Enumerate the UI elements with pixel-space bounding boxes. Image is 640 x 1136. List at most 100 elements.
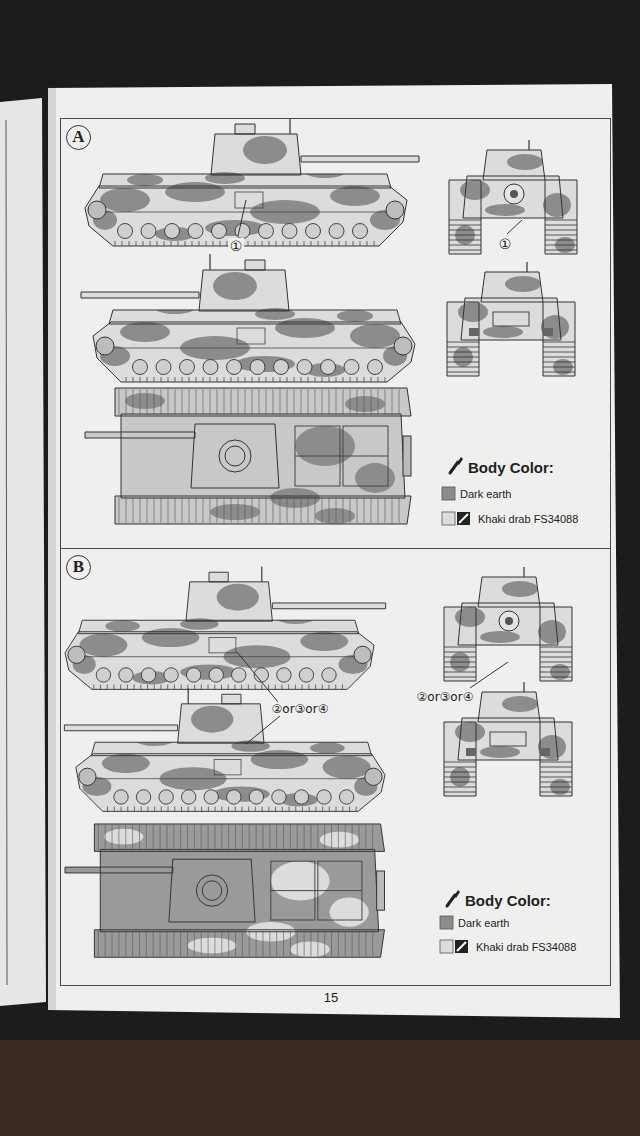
road-wheel [156, 360, 171, 375]
track-link [112, 931, 113, 956]
camo-blob [337, 310, 373, 322]
camouflage [100, 272, 407, 377]
track-link [331, 825, 332, 850]
figure-outline [458, 718, 558, 760]
rear-plate [493, 312, 529, 326]
track-link [192, 241, 193, 246]
track-link [371, 497, 372, 523]
track-link [301, 377, 302, 382]
brush-tip [454, 890, 460, 898]
track-link [245, 377, 246, 382]
road-wheel [321, 360, 336, 375]
track-link [199, 241, 200, 246]
figure-fill [65, 632, 374, 690]
track-link [146, 825, 147, 850]
figure-outline [169, 859, 255, 922]
figure-outline [483, 150, 545, 180]
track-link [161, 377, 162, 382]
track-link [171, 241, 172, 246]
track-link [352, 825, 353, 850]
track-link [228, 825, 229, 850]
track-link [317, 931, 318, 956]
track-link [342, 807, 343, 812]
legend-text: Khaki drab FS34088 [478, 513, 578, 525]
road-wheel [339, 790, 353, 804]
track-rib [444, 772, 476, 773]
track-link [297, 825, 298, 850]
track-link [147, 685, 148, 690]
camo-blob [507, 154, 543, 170]
exhaust [543, 328, 553, 336]
pannier-line [97, 348, 407, 349]
track-link [338, 931, 339, 956]
escape-hatch [209, 638, 236, 653]
figure-fill [93, 322, 415, 382]
road-wheel [141, 668, 155, 682]
figure-outline [85, 186, 407, 246]
track-link [139, 931, 140, 956]
turret-hatch [219, 440, 251, 472]
figure-fill [199, 270, 289, 311]
track-link [189, 389, 190, 415]
track-link [290, 241, 291, 246]
road-wheel [322, 668, 336, 682]
camo-blob [538, 735, 566, 759]
brush-mark-box [455, 940, 468, 953]
track-link [203, 497, 204, 523]
track-link [178, 241, 179, 246]
leader-line [507, 220, 522, 234]
figure-fill [178, 704, 264, 743]
track-rib [540, 662, 572, 663]
figure-fill [121, 414, 405, 498]
track-link [224, 389, 225, 415]
camo-blob [350, 324, 400, 348]
track-link [350, 377, 351, 382]
road-wheel [317, 790, 331, 804]
label-anchor: ②or③or④ [415, 690, 476, 704]
camo-blob [483, 326, 523, 338]
brush-mark-slash [457, 942, 466, 951]
camo-blob [310, 742, 345, 754]
track-link [262, 807, 263, 812]
track-link [276, 241, 277, 246]
track-link [269, 241, 270, 246]
figure-outline [481, 272, 543, 302]
track-link [235, 807, 236, 812]
track-link [217, 497, 218, 523]
figure-fill [85, 186, 407, 246]
track-link [280, 389, 281, 415]
track-link [283, 931, 284, 956]
track-link [315, 497, 316, 523]
track-link [228, 807, 229, 812]
track-link [245, 497, 246, 523]
road-wheel [203, 360, 218, 375]
road-wheel [204, 790, 218, 804]
track-link [188, 807, 189, 812]
figure-fill [245, 260, 265, 270]
camouflage [93, 136, 400, 241]
turret-hatch [202, 881, 222, 901]
track-link [126, 377, 127, 382]
track-rib [447, 357, 479, 358]
callout-number: ① [497, 236, 514, 252]
rear-box [403, 436, 411, 476]
camo-blob [320, 832, 359, 848]
track-link [315, 807, 316, 812]
scheme-letter: A [66, 125, 91, 150]
track-link [276, 931, 277, 956]
road-wheel [159, 790, 173, 804]
road-wheel [188, 224, 203, 239]
track-rib [449, 245, 481, 246]
track-link [304, 825, 305, 850]
track-link [122, 241, 123, 246]
legend-text: Khaki drab FS34088 [476, 941, 576, 953]
camo-blob [105, 620, 140, 632]
road-wheel [277, 668, 291, 682]
track-link [329, 685, 330, 690]
camo-blob [153, 298, 197, 314]
track-rib [543, 367, 575, 368]
track-rib [444, 787, 476, 788]
figure-fill [65, 867, 173, 873]
camouflage [104, 829, 369, 957]
label-anchor: Body Color: [463, 892, 553, 909]
